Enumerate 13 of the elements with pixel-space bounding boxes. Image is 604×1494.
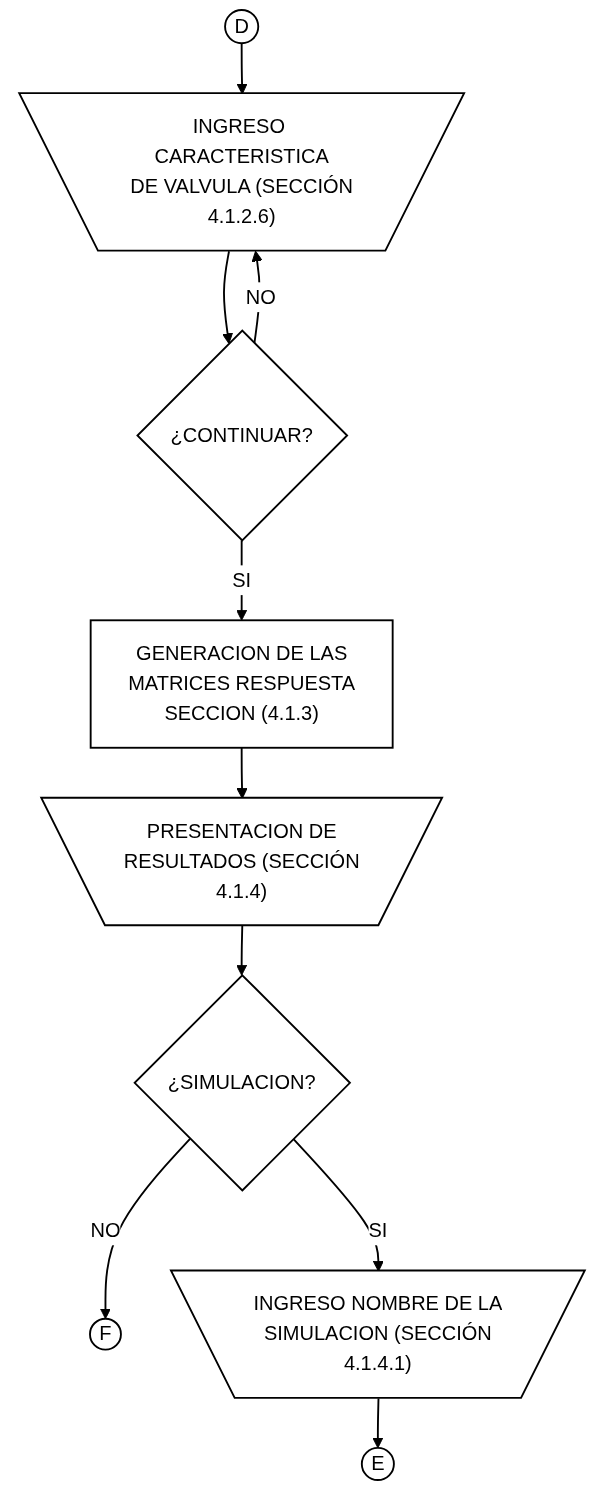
node-box: GENERACION DE LAS MATRICES RESPUESTA SECCION (4.1.3) <box>89 619 394 749</box>
edge-label: SI <box>368 1219 388 1241</box>
node-circle: E <box>360 1447 395 1481</box>
node-circle: F <box>89 1317 122 1351</box>
node-diamond: ¿CONTINUAR? <box>136 329 349 542</box>
edge-label: SI <box>232 569 252 591</box>
arrow <box>99 1137 191 1320</box>
edge-label: NO <box>90 1219 121 1241</box>
node-diamond: ¿SIMULACION? <box>133 973 352 1192</box>
arrow <box>222 250 234 344</box>
node-circle: D <box>224 9 260 45</box>
edge-label: NO <box>245 286 276 308</box>
arrow <box>372 1397 384 1449</box>
